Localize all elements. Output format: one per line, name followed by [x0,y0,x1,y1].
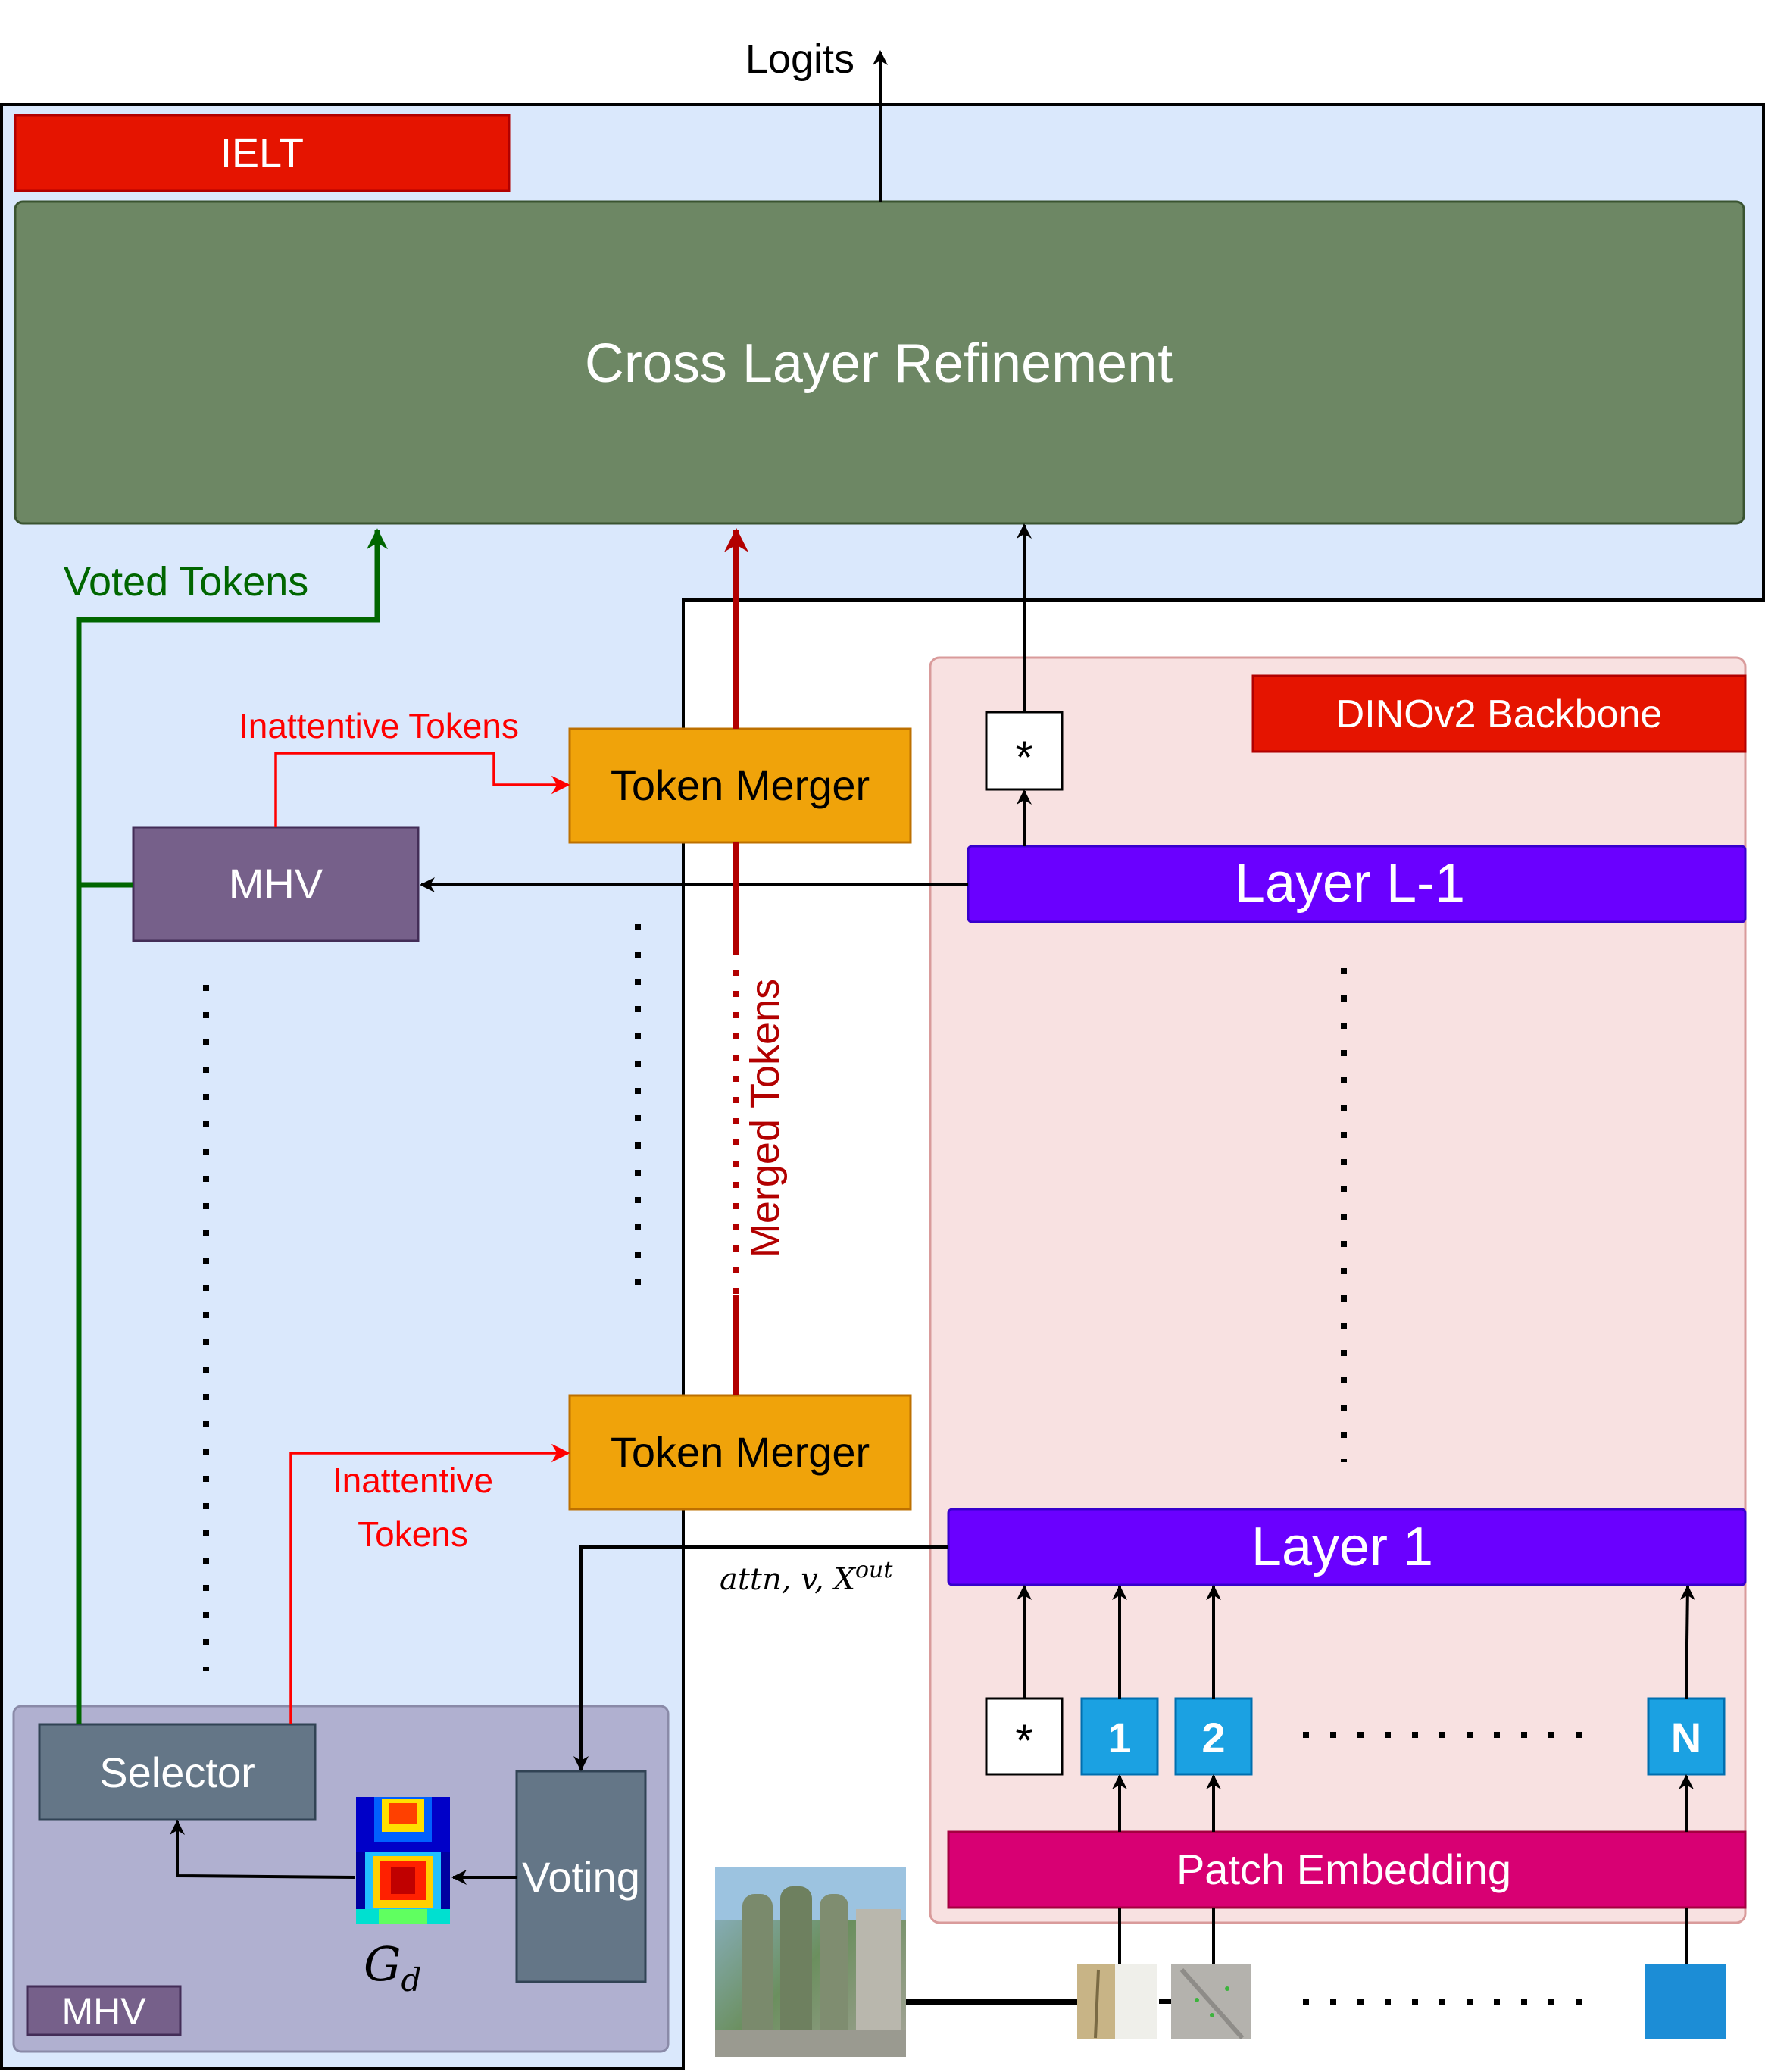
mhv-block [132,826,420,942]
heatmap-to-selector-arrow [170,1820,355,1879]
layer1-to-voting-arrow [573,1545,948,1771]
attn-label: attn, v, Xout [720,1557,893,1597]
ielt-region [0,103,1765,2070]
image-patch-2 [1171,1964,1251,2039]
token-merger-top [568,727,912,844]
cls-token-box [985,1697,1064,1776]
inattentive-tokens-top-arrow [274,752,570,827]
merged-tokens-label: Merged Tokens [742,979,788,1258]
patch-token-1-label: 1 [1107,1714,1131,1761]
inattentive-tokens-bottom-arrow [289,1443,570,1724]
backbone-tag [1251,674,1747,753]
backbone-tag-label: DINOv2 Backbone [1336,692,1663,736]
patch-embedding-label: Patch Embedding [1176,1845,1511,1893]
mhv-block-label: MHV [229,860,323,908]
layer-first-label: Layer 1 [1251,1517,1433,1577]
selector-label: Selector [99,1749,255,1796]
patch-token-2-label: 2 [1201,1714,1225,1761]
input-image [715,1867,906,2057]
inattentive-tokens-bottom-label-1: Inattentive [333,1461,493,1500]
selector-block [38,1723,317,1821]
voting-label: Voting [522,1853,640,1901]
patch-token-n-label: N [1671,1714,1701,1761]
cls-token-symbol: * [1015,1715,1032,1766]
patch-embedding-block [947,1830,1747,1909]
ielt-tag [14,114,511,192]
image-patch-1 [1077,1964,1157,2039]
patch-token-1 [1080,1697,1159,1776]
ielt-tag-label: IELT [220,130,304,176]
mhv-module-tag [26,1985,182,2036]
image-patch-n [1645,1964,1726,2039]
mhv-module-tag-label: MHV [61,1990,146,2033]
cross-layer-refinement-label: Cross Layer Refinement [585,333,1173,394]
tokenN-to-layer1-arrow [1679,1585,1695,1699]
attention-heatmap [356,1797,450,1924]
heatmap-label: Gd [364,1936,421,1999]
cls-token-out-symbol: * [1015,732,1032,783]
token-merger-bottom [568,1394,912,1511]
token-merger-top-label: Token Merger [611,761,870,809]
backbone-region [929,656,1747,1924]
inattentive-tokens-top-label: Inattentive Tokens [239,706,519,745]
layer-last-label: Layer L-1 [1235,853,1465,914]
logits-label: Logits [745,36,854,82]
token-merger-bottom-label: Token Merger [611,1428,870,1476]
patch-token-2 [1174,1697,1253,1776]
voting-block [515,1770,647,1983]
inattentive-tokens-bottom-label-2: Tokens [358,1514,468,1554]
voted-tokens-label: Voted Tokens [64,559,308,605]
voted-tokens-arrow [76,528,388,886]
